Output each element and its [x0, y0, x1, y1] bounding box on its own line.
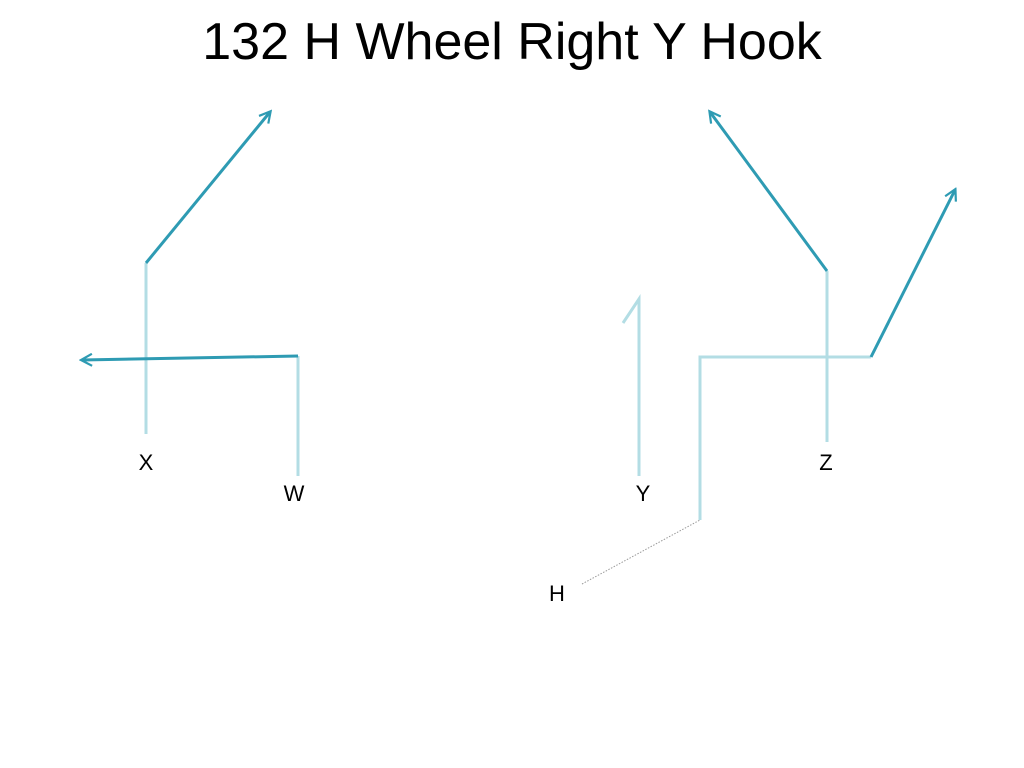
- player-w-label: W: [284, 481, 305, 506]
- route-z-arrow: [710, 112, 829, 272]
- route-h: [581, 190, 955, 585]
- player-x-label: X: [139, 450, 154, 475]
- route-h-motion: [581, 519, 701, 585]
- route-x: [144, 112, 270, 434]
- player-z-label: Z: [819, 450, 832, 475]
- route-y: [621, 294, 641, 476]
- route-x-arrow: [144, 112, 270, 264]
- player-h-label: H: [549, 581, 565, 606]
- route-z: [710, 112, 829, 442]
- route-w-arrow: [82, 356, 299, 360]
- play-title: 132 H Wheel Right Y Hook: [202, 13, 822, 71]
- player-y-label: Y: [636, 481, 651, 506]
- route-h-arrow: [869, 190, 955, 358]
- route-y-hook: [621, 294, 641, 476]
- route-h-wheel: [698, 355, 871, 520]
- route-w: [82, 356, 300, 476]
